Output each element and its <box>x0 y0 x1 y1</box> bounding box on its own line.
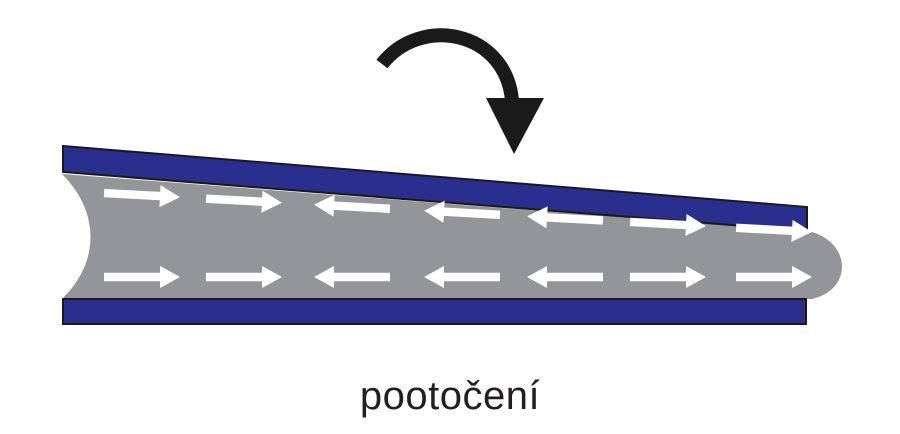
flow-arrows-lower-row <box>104 266 812 288</box>
arrow-icon <box>103 185 180 208</box>
rotation-arrow-shaft <box>376 28 519 102</box>
arrow-icon <box>424 266 500 288</box>
arrow-icon <box>206 266 282 288</box>
arrow-icon <box>424 200 501 223</box>
arrow-icon <box>527 266 603 288</box>
flow-arrows-upper-row <box>103 185 812 242</box>
arrow-icon <box>314 194 391 217</box>
bottom-plate <box>62 298 807 325</box>
arrow-icon <box>735 219 812 242</box>
arrow-icon <box>527 206 604 229</box>
arrow-icon <box>104 266 180 288</box>
arrow-icon <box>629 214 706 237</box>
arrow-icon <box>314 266 390 288</box>
arrow-icon <box>736 266 812 288</box>
arrow-icon <box>205 190 282 213</box>
caption-label: pootočení <box>359 374 541 418</box>
curved-arrow-clockwise-down-icon <box>376 28 544 154</box>
rotation-arrow-head <box>486 98 544 154</box>
arrow-icon <box>630 266 706 288</box>
